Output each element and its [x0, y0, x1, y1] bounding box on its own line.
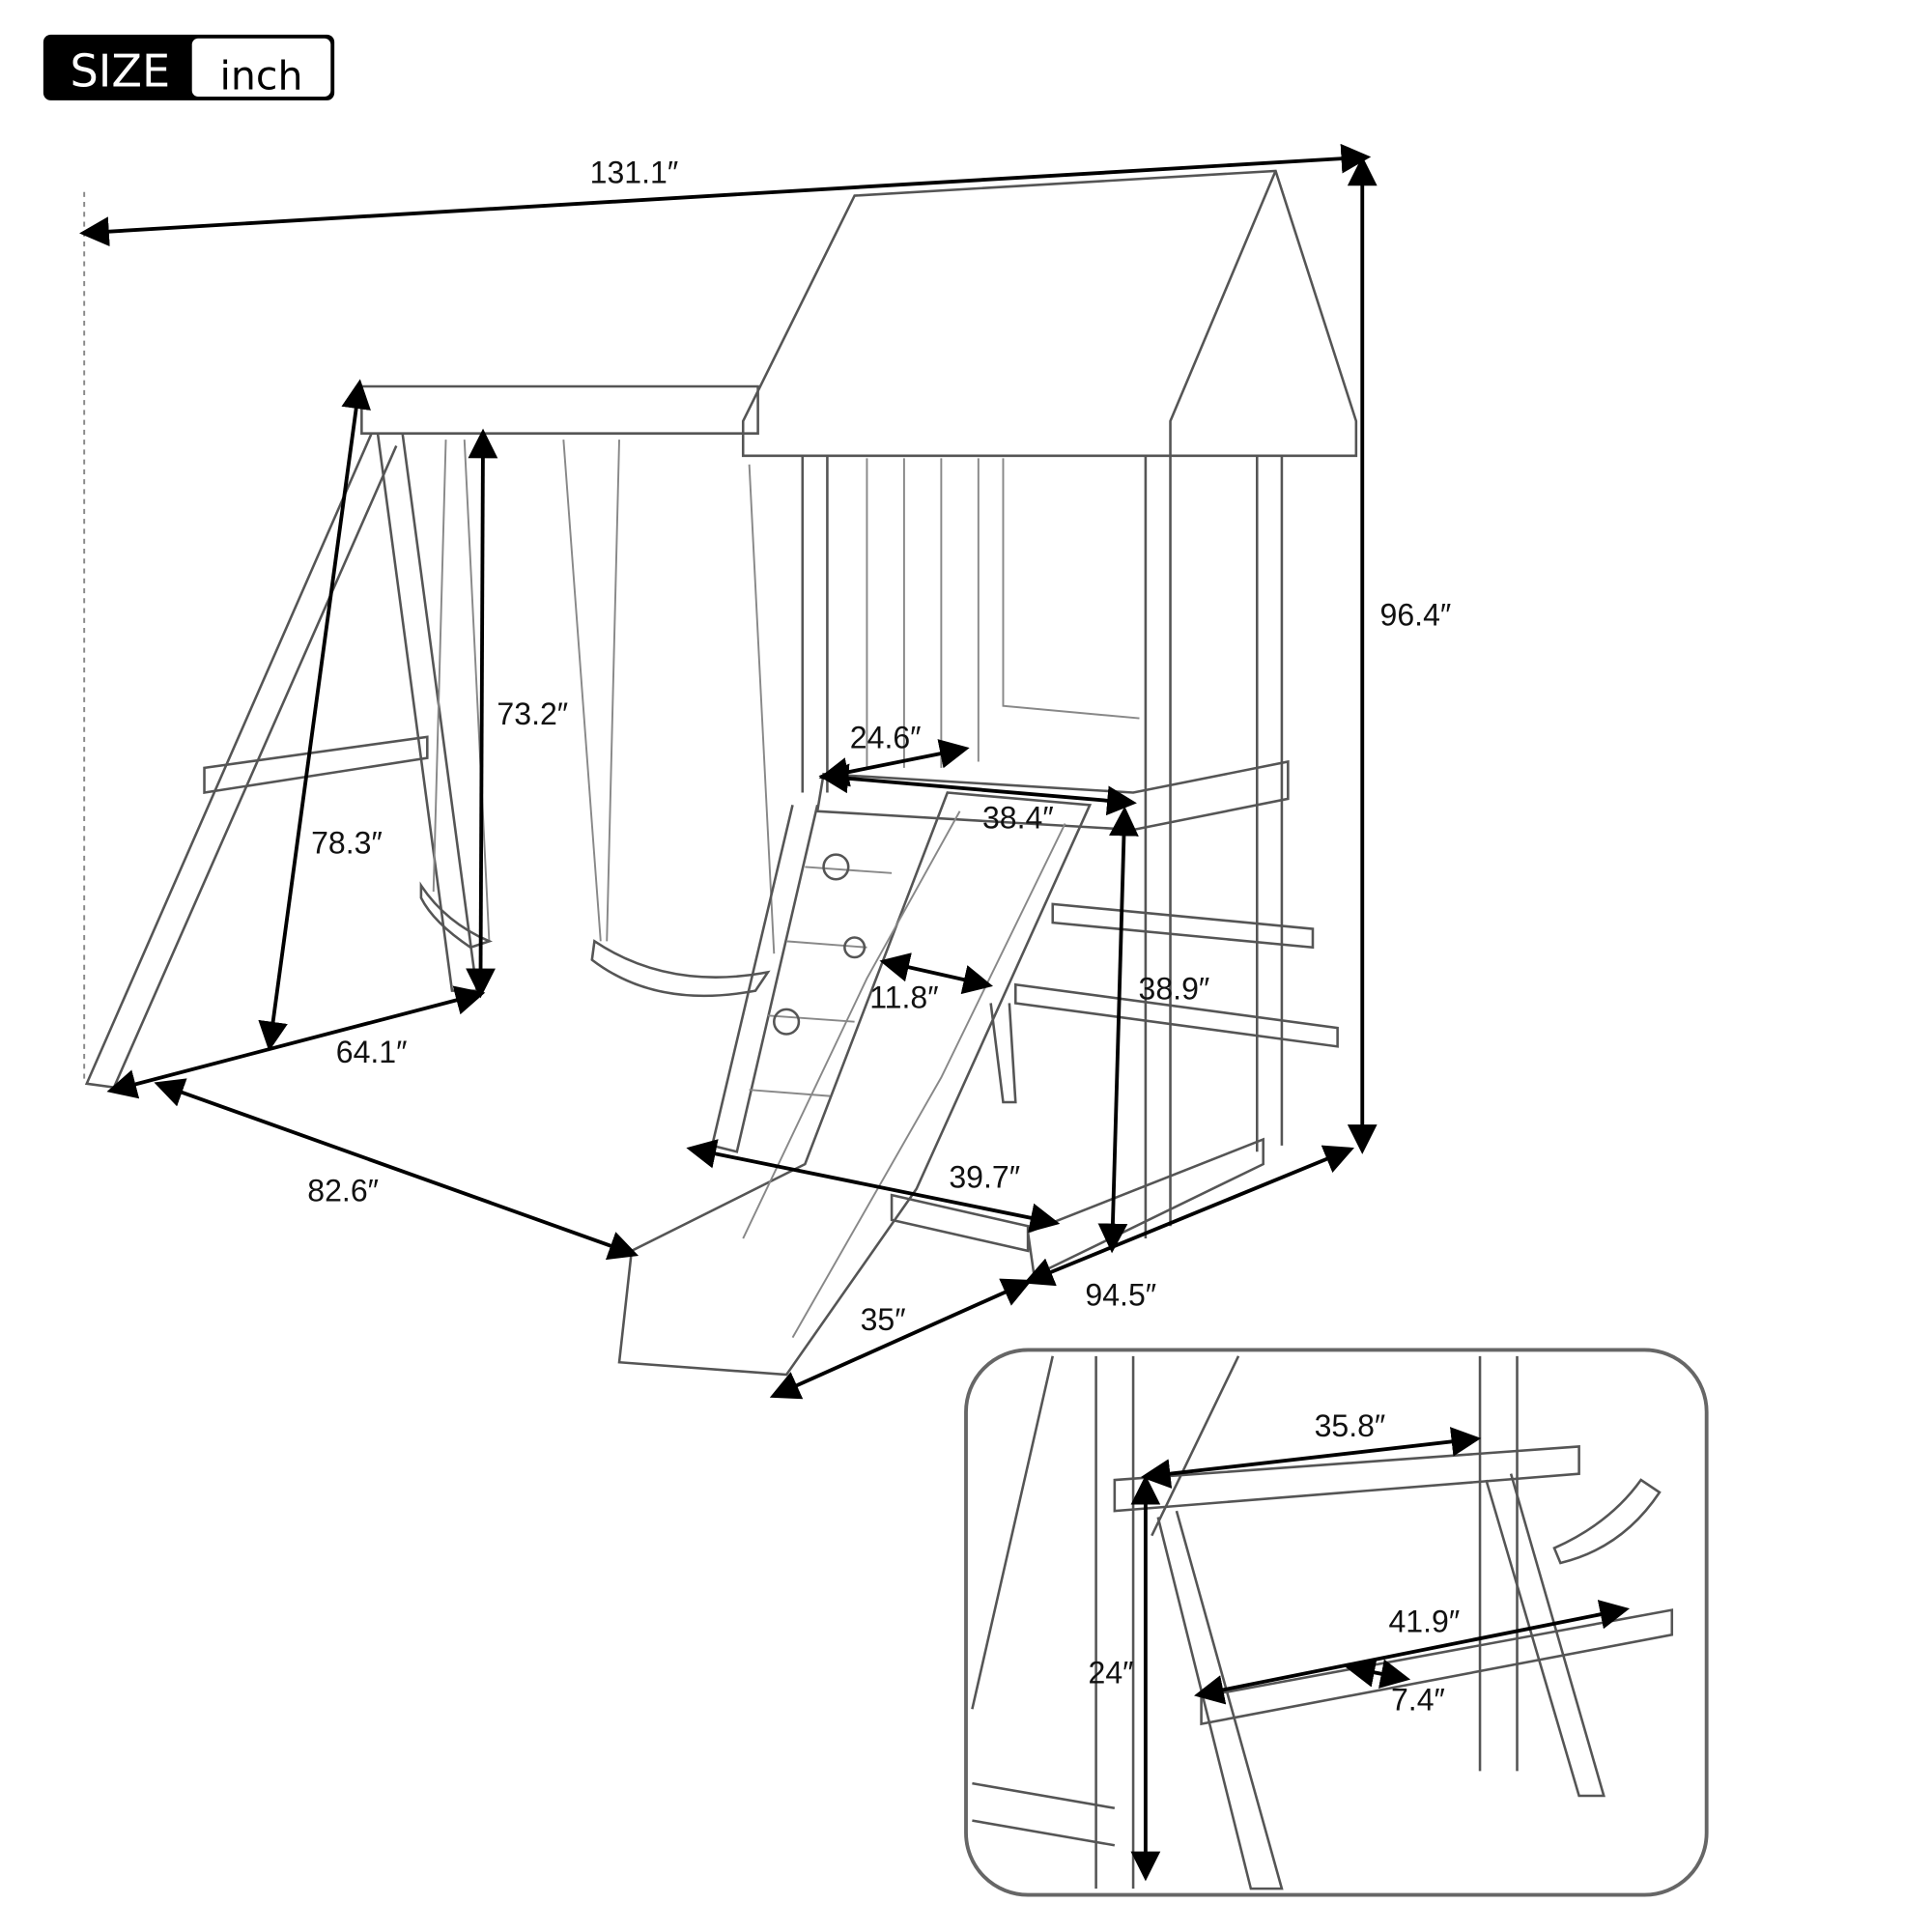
dim-line-bench-width: [1345, 1658, 1411, 1689]
unit-label: inch: [220, 52, 303, 99]
dim-line-swing-leg: [258, 379, 371, 1052]
swing-chains: [432, 440, 776, 954]
inset-base-boards: [972, 1781, 1116, 1847]
playset-sketch: [83, 169, 1358, 1377]
dim-line-overall-length: [79, 143, 1372, 247]
canopy-roof: [741, 169, 1358, 458]
inset-swing-seat: [1552, 1478, 1662, 1565]
label-slide-length: 39.7″: [949, 1159, 1020, 1194]
size-label: SIZE: [71, 45, 171, 98]
dim-line-bench: [1194, 1600, 1631, 1705]
label-overall-height: 96.4″: [1380, 597, 1452, 632]
tower-rails: [866, 458, 1140, 768]
label-table-height: 24″: [1089, 1655, 1134, 1690]
picnic-table: [989, 902, 1339, 1104]
slide-ridges: [742, 810, 1066, 1339]
tower-posts: [801, 455, 1284, 1239]
label-slide-width: 11.8″: [869, 980, 938, 1015]
label-swing-leg: 78.3″: [311, 825, 383, 860]
climbing-hold-icon: [843, 936, 867, 959]
swing-beam: [360, 384, 759, 436]
label-swing-base: 64.1″: [336, 1035, 408, 1069]
climbing-hold-icon: [822, 853, 850, 881]
label-overall-length: 131.1″: [590, 156, 679, 190]
label-platform-width: 38.4″: [982, 801, 1054, 836]
dim-line-table-top: [1140, 1427, 1482, 1489]
dim-line-swing-height: [466, 428, 498, 999]
size-badge: SIZE inch: [43, 34, 335, 100]
label-platform-height: 38.9″: [1139, 972, 1210, 1007]
swing-seat-right: [590, 939, 771, 998]
dim-line-swing-beam: [154, 1078, 639, 1261]
swing-leg-front: [84, 433, 398, 1090]
dim-line-platform-height: [1097, 806, 1139, 1254]
dim-line-slide-width: [879, 952, 994, 995]
climbing-hold-icon: [773, 1008, 801, 1036]
label-bench: 41.9″: [1388, 1605, 1460, 1639]
dim-line-tower-base: [1023, 1145, 1354, 1287]
label-platform-depth: 24.6″: [850, 720, 922, 754]
dim-line-slide-base: [769, 1278, 1033, 1400]
label-slide-base: 35″: [861, 1302, 906, 1337]
swing-crossbar: [203, 735, 429, 795]
dim-line-slide-length: [686, 1139, 1061, 1233]
label-swing-beam: 82.6″: [307, 1174, 379, 1208]
label-swing-height: 73.2″: [497, 696, 568, 731]
label-bench-width: 7.4″: [1391, 1683, 1445, 1718]
label-tower-base: 94.5″: [1085, 1277, 1156, 1312]
label-table-top: 35.8″: [1315, 1408, 1386, 1443]
dimension-annotations: 131.1″ 96.4″ 73.2″ 78.3″ 64.1″ 82.6″ 24.…: [79, 143, 1452, 1400]
inset-detail-table: 35.8″ 41.9″ 24″ 7.4″: [964, 1348, 1709, 1897]
dim-line-swing-base: [106, 985, 486, 1099]
roof-ridge: [1169, 170, 1277, 456]
dim-line-platform-width: [818, 763, 1137, 816]
